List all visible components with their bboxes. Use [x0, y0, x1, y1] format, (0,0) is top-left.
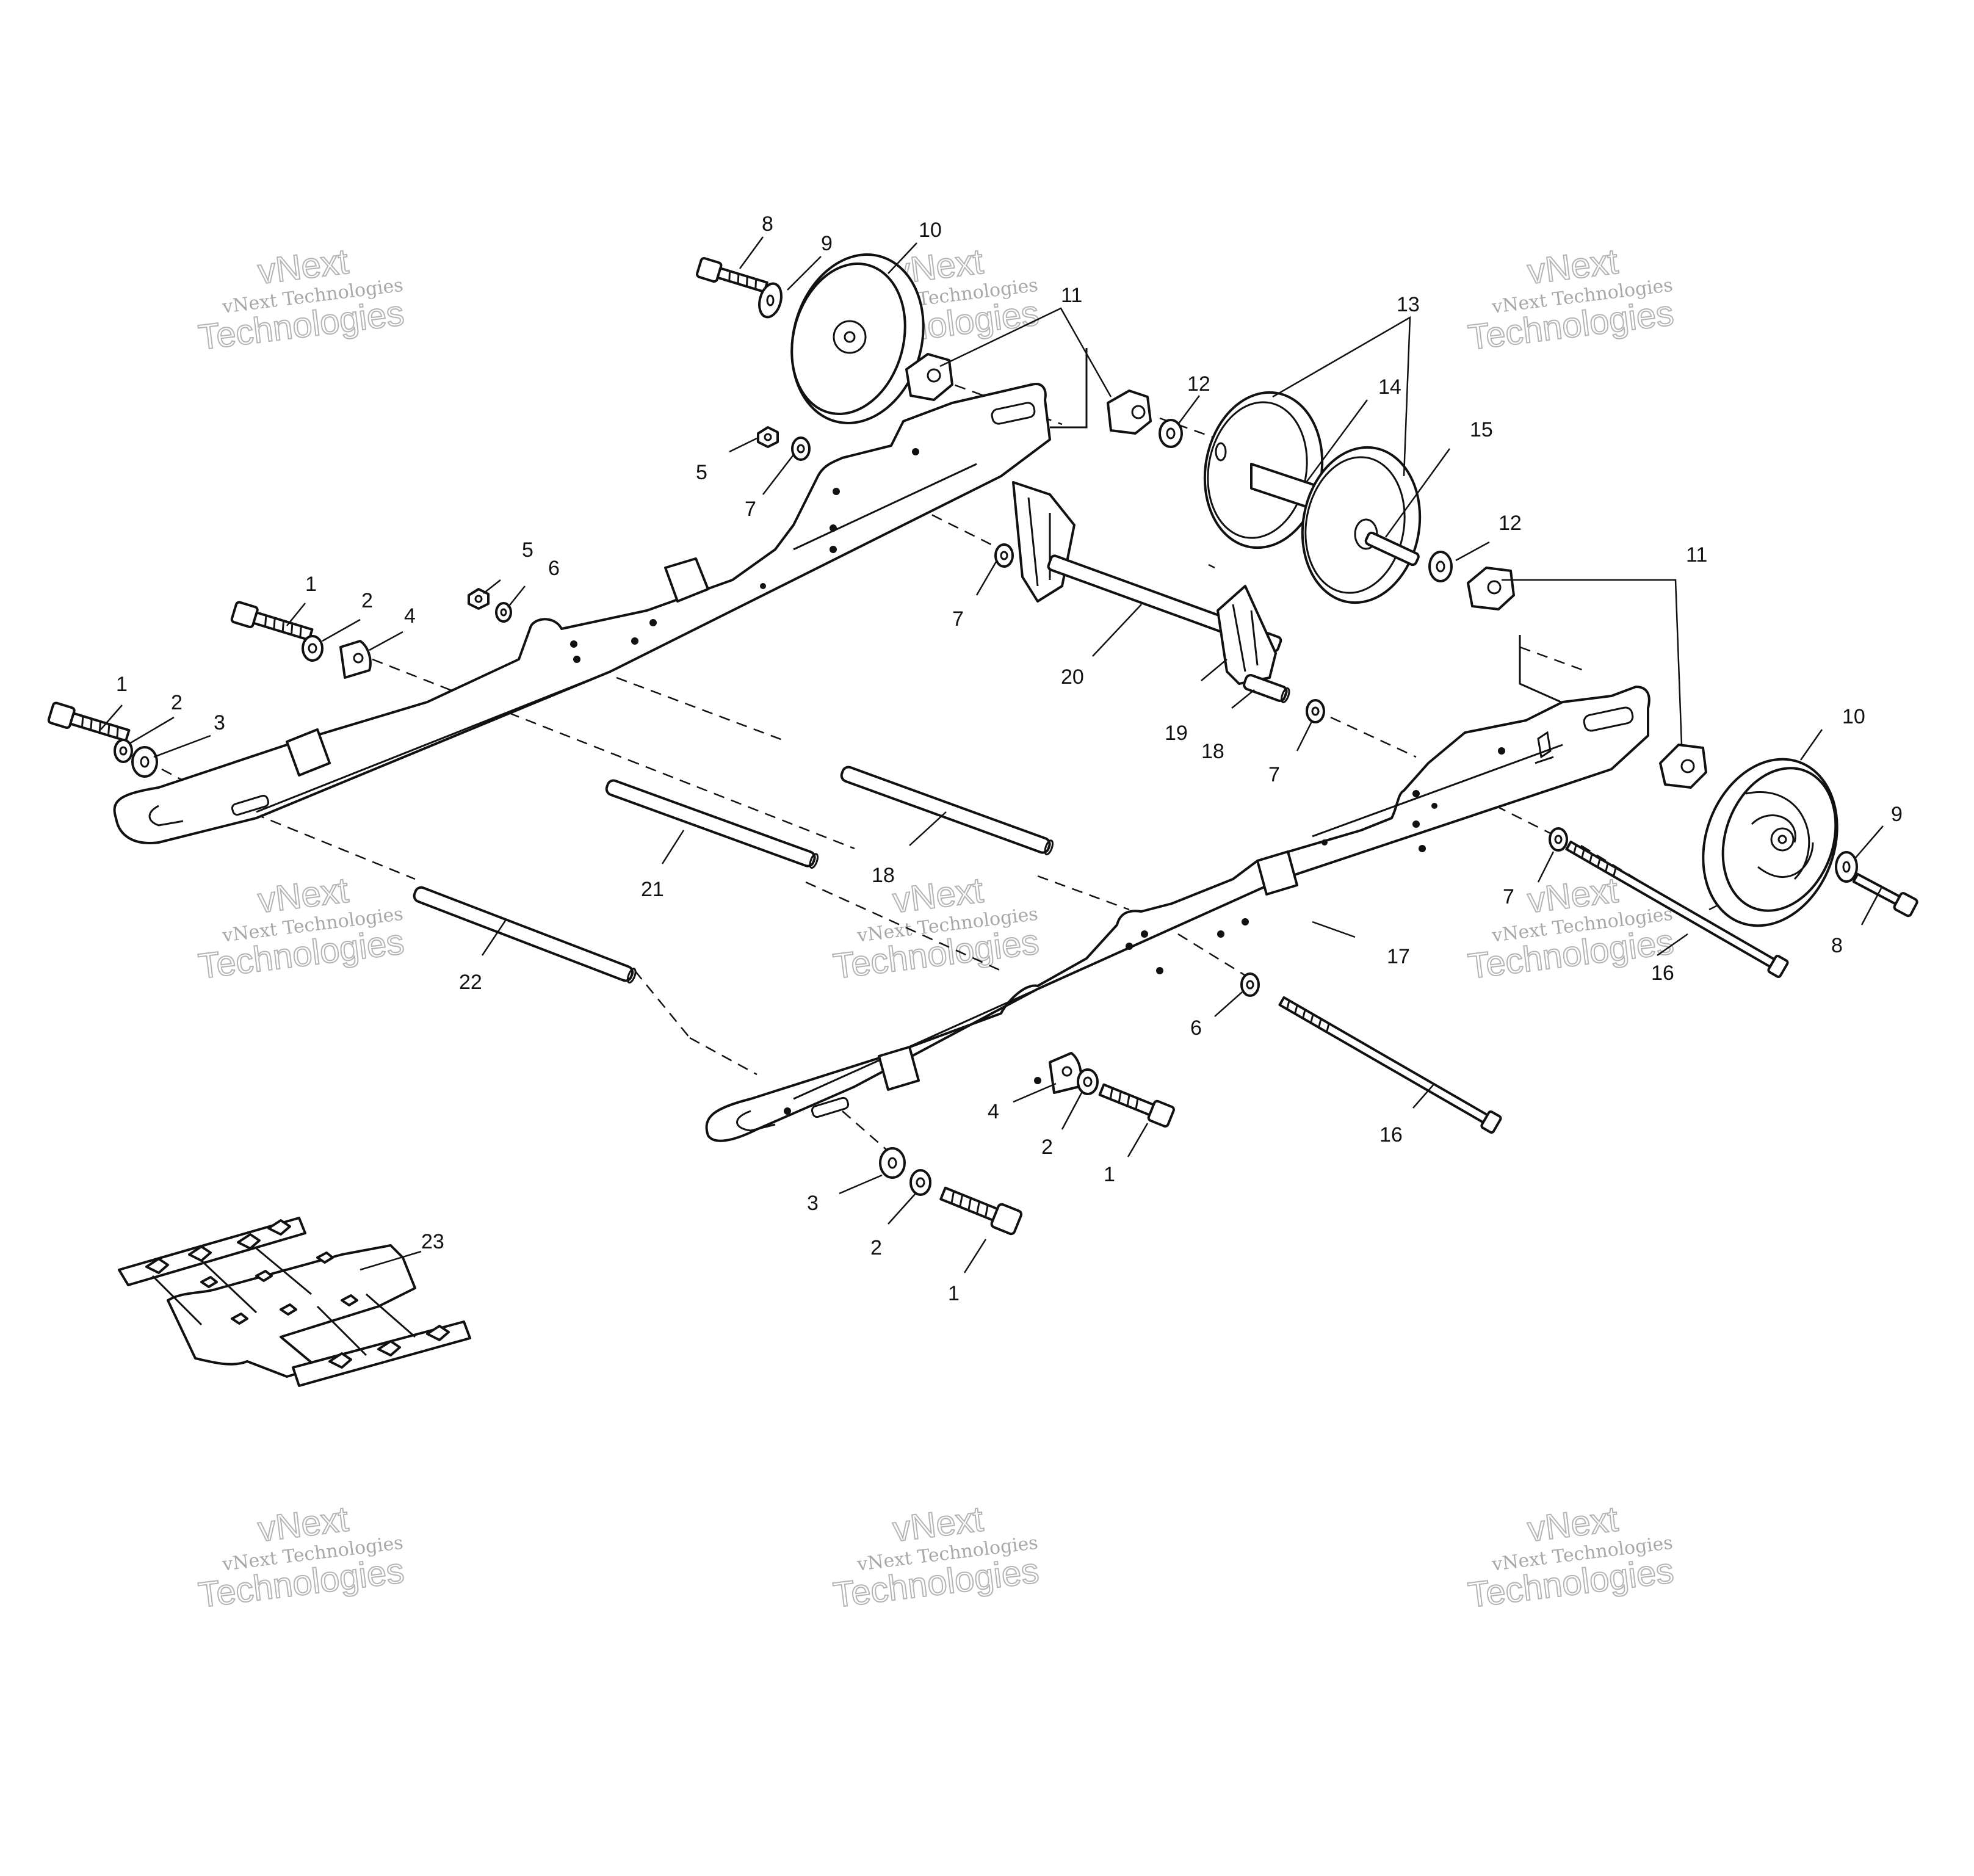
washer-2-front [1077, 1068, 1099, 1095]
callout-12: 12 [1499, 512, 1522, 535]
callout-2: 2 [171, 691, 183, 714]
block-11-mid [1467, 567, 1515, 610]
callout-20: 20 [1061, 665, 1084, 689]
bolt-16-front [1278, 996, 1502, 1134]
washer-6-front [1240, 972, 1260, 997]
callout-4: 4 [988, 1100, 999, 1123]
callout-7: 7 [1268, 763, 1280, 786]
washer-7-a [791, 436, 811, 461]
callout-1: 1 [116, 673, 128, 696]
track-23 [118, 1217, 471, 1387]
callout-7: 7 [952, 607, 964, 631]
washer-3-left [131, 746, 158, 778]
callout-7: 7 [1503, 885, 1514, 908]
callout-15: 15 [1470, 418, 1493, 441]
callout-2: 2 [870, 1236, 882, 1259]
idler-wheel-right [1702, 758, 1838, 927]
callout-6: 6 [548, 557, 560, 580]
callout-12: 12 [1187, 372, 1210, 396]
callout-5: 5 [522, 538, 533, 562]
callout-9: 9 [1891, 803, 1903, 826]
callouts: 8 9 10 11 12 13 14 15 12 11 5 7 7 5 6 1 … [116, 212, 1903, 1305]
callout-8: 8 [762, 212, 773, 236]
washer-9-right [1835, 851, 1858, 883]
callout-3: 3 [214, 711, 225, 734]
callout-16: 16 [1379, 1123, 1403, 1146]
shaft-20-assembly [1012, 481, 1290, 703]
watermark-bc: vNext vNext Technologies Technologies [830, 1498, 1041, 1615]
washer-3-bottom [879, 1147, 906, 1179]
bolt-8-top [696, 257, 768, 294]
shaft-21 [605, 779, 819, 869]
idler-wheel-top [790, 253, 925, 424]
bolt-1-front [1098, 1083, 1175, 1128]
bolt-8-right [1852, 872, 1918, 918]
callout-16: 16 [1651, 962, 1674, 985]
callout-21: 21 [641, 878, 664, 901]
callout-10: 10 [1842, 705, 1865, 728]
callout-19: 19 [1165, 722, 1188, 745]
callout-13: 13 [1397, 293, 1420, 316]
block-11-top-b [1107, 389, 1152, 435]
watermark-bl: vNext vNext Technologies Technologies [195, 1498, 407, 1615]
leader-lines [100, 236, 1884, 1273]
callout-5: 5 [696, 461, 707, 484]
callout-3: 3 [807, 1192, 819, 1215]
block-11-right [1659, 744, 1707, 789]
washer-7-c [1306, 699, 1325, 723]
nut-5-top [757, 426, 779, 448]
callout-2: 2 [1041, 1135, 1053, 1159]
double-wheel-assembly [1203, 391, 1422, 604]
callout-18: 18 [872, 864, 895, 887]
bolt-1-left [47, 701, 131, 742]
bolt-1-top [230, 601, 314, 642]
watermark-br: vNext vNext Technologies Technologies [1465, 1498, 1676, 1615]
callout-22: 22 [459, 971, 482, 994]
watermark-ml: vNext vNext Technologies Technologies [195, 869, 407, 987]
callout-11: 11 [1686, 543, 1707, 567]
washer-6-top [495, 602, 512, 623]
callout-4: 4 [404, 604, 416, 628]
washer-2-top [302, 635, 324, 662]
callout-17: 17 [1387, 945, 1410, 968]
callout-23: 23 [421, 1230, 444, 1253]
shaft-18 [840, 766, 1054, 856]
callout-1: 1 [305, 573, 317, 596]
callout-2: 2 [361, 589, 373, 612]
washer-7-b [994, 543, 1014, 568]
long-bolts [1278, 840, 1789, 1134]
washer-2-left [114, 739, 133, 763]
washer-12-mid [1428, 551, 1453, 582]
watermark-tr: vNext vNext Technologies Technologies [1465, 241, 1676, 358]
washer-12-top [1159, 419, 1183, 448]
cross-shafts [413, 481, 1290, 984]
callout-1: 1 [1104, 1163, 1115, 1186]
callout-14: 14 [1378, 375, 1401, 399]
callout-11: 11 [1061, 284, 1082, 307]
watermark-tl: vNext vNext Technologies Technologies [195, 241, 407, 358]
nut-5-left [468, 588, 490, 610]
callout-8: 8 [1831, 934, 1843, 957]
washer-2-bottom [909, 1169, 931, 1196]
callout-7: 7 [745, 498, 756, 521]
shaft-22 [413, 886, 637, 984]
callout-10: 10 [919, 219, 942, 242]
washer-7-d [1549, 827, 1568, 852]
rail-front [705, 686, 1650, 1142]
watermark-mc: vNext vNext Technologies Technologies [830, 869, 1041, 987]
bracket-4-top [339, 640, 372, 679]
callout-18: 18 [1201, 740, 1224, 763]
bolt-1-bottom [939, 1186, 1023, 1236]
bracket-4-front [1049, 1052, 1083, 1094]
rail-back [113, 383, 1051, 844]
washer-9-top [758, 282, 783, 319]
watermark-mr: vNext vNext Technologies Technologies [1465, 869, 1676, 987]
callout-6: 6 [1190, 1016, 1202, 1040]
bolt-16-rear [1565, 840, 1789, 979]
callout-9: 9 [821, 232, 833, 255]
callout-1: 1 [948, 1282, 960, 1305]
